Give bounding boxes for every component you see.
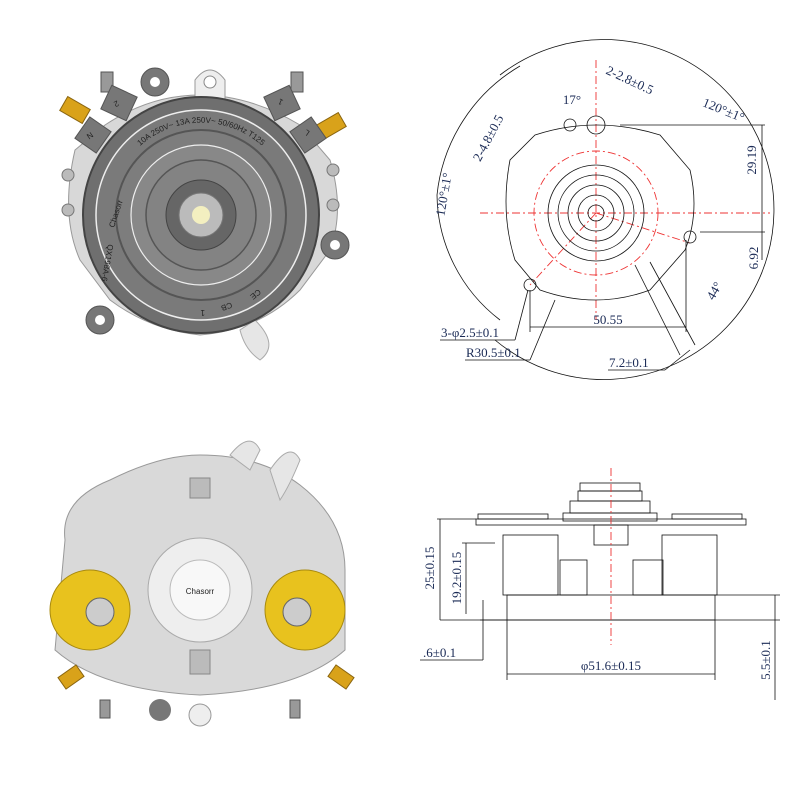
spring-arm: [239, 319, 270, 361]
mount-ear: [149, 699, 171, 721]
terminal-block: [74, 116, 112, 154]
screw-icon: [61, 168, 75, 182]
dim-radius: R30.5±0.1: [466, 345, 521, 360]
housing-outline: [587, 204, 605, 222]
spring-arm: [269, 451, 301, 502]
screw-icon: [61, 203, 75, 217]
housing-outline: [547, 164, 645, 262]
mark-1: 1: [200, 308, 205, 317]
terminal-pin-2: [100, 71, 114, 93]
spring-arm: [229, 440, 261, 471]
body-left: [502, 534, 559, 596]
terminal-tab: [57, 664, 85, 690]
terminal-pin: [99, 699, 111, 719]
dim-tab-width: 7.2±0.1: [609, 355, 649, 370]
terminal-block: [100, 84, 138, 122]
dim-angle-17: 17°: [563, 92, 581, 107]
terminal-block: [289, 116, 327, 154]
body-right: [661, 534, 718, 596]
contact-spring: [282, 597, 312, 627]
dim-19-2: 19.2±0.15: [449, 552, 464, 605]
product-bottom-view: Chasorr: [49, 440, 355, 727]
dim-angle-left: 120°±1°: [432, 171, 454, 216]
dim-offset: .6±0.1: [423, 645, 456, 660]
mount-hole: [330, 240, 340, 250]
terminal-label-1: 1: [276, 96, 284, 106]
tab-outline: [649, 261, 696, 346]
terminal-label-l: L: [302, 127, 311, 137]
side-drawing: 25±0.15 19.2±0.15 .6±0.1 φ51.6±0.15 5.5±…: [420, 468, 780, 700]
leader: [664, 349, 691, 371]
mount-hole: [150, 77, 160, 87]
center-tab: [189, 649, 211, 675]
mount-hole: [203, 75, 217, 89]
terminal-tab-n: [59, 95, 91, 125]
dim-diameter: φ51.6±0.15: [581, 658, 641, 673]
dimension-arc: [436, 65, 521, 321]
terminal-pin-1: [290, 71, 304, 93]
center-boss-inner: [169, 559, 231, 621]
push-pin: [192, 206, 210, 224]
dim-6-92: 6.92: [746, 247, 761, 270]
dim-25: 25±0.15: [422, 547, 437, 590]
mount-ear: [586, 115, 606, 135]
top-body: [569, 500, 651, 514]
tab-outline: [634, 264, 681, 356]
block-right: [632, 559, 664, 596]
plate-left: [477, 513, 549, 520]
leader: [514, 289, 529, 341]
mount-hole: [683, 230, 697, 244]
terminal-block: [263, 84, 301, 122]
terminal-label-2: 2: [112, 99, 120, 109]
plate-outline: [505, 124, 695, 301]
centerline-diag: [529, 212, 597, 286]
terminal-label-n: N: [85, 130, 95, 141]
mount-hole: [563, 118, 577, 132]
mount-hole: [95, 315, 105, 325]
cb-mark: CB: [220, 300, 234, 312]
dim-holes: 3-φ2.5±0.1: [441, 325, 499, 340]
brand-logo: Chasorr: [186, 587, 215, 596]
block-left: [559, 559, 588, 596]
housing-outline: [577, 194, 615, 232]
dim-slot-left: 2-4.8±0.5: [470, 112, 507, 164]
dim-50-55: 50.55: [593, 312, 622, 327]
housing-outline: [567, 184, 625, 242]
top-body: [562, 512, 658, 522]
plate-right: [671, 513, 743, 520]
screw-icon: [326, 163, 340, 177]
mount-ear: [188, 703, 212, 727]
contact-spring: [85, 597, 115, 627]
top-drawing: 29.19 6.92 50.55 3-φ2.5±0.1 R30.5±0.1 7.…: [432, 39, 775, 380]
screw-icon: [326, 198, 340, 212]
dim-slot-top: 2-2.8±0.5: [604, 62, 656, 97]
centerline-diag: [595, 212, 691, 244]
dim-angle-44: 44°: [703, 279, 725, 302]
housing-outline: [557, 174, 635, 252]
dim-angle-right: 120°±1°: [701, 95, 747, 125]
terminal-tab: [327, 664, 355, 690]
terminal-pin: [289, 699, 301, 719]
center-tab: [189, 477, 211, 499]
top-cap: [579, 482, 641, 492]
dimension-arc: [494, 39, 775, 380]
dim-base-height: 5.5±0.1: [758, 640, 773, 680]
product-top-view: 2 N 1 L 10A 250V~ 13A 250V~ 50/60Hz T125…: [59, 67, 350, 361]
dim-29-19: 29.19: [744, 145, 759, 174]
top-cap: [577, 490, 643, 502]
leader: [529, 299, 556, 361]
